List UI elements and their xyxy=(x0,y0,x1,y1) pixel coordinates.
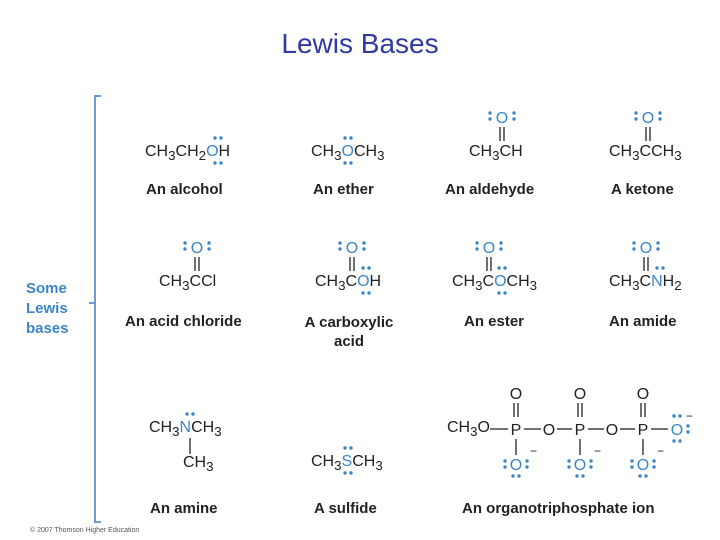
amide-formula: CH3CNH2 xyxy=(609,273,682,294)
carboxylic-acid-caption: A carboxylic acid xyxy=(304,314,394,350)
ether-formula: CH3OCH3 xyxy=(311,143,385,164)
charge-4: − xyxy=(686,409,693,423)
acid-chloride-carbonyl-oxygen: O xyxy=(191,240,203,257)
amide-carbonyl-oxygen: O xyxy=(640,240,652,257)
amine-caption: An amine xyxy=(150,500,218,517)
ester-carbonyl-oxygen: O xyxy=(483,240,495,257)
carboxylic-acid-formula: CH3COH xyxy=(315,273,382,294)
ester-formula: CH3COCH3 xyxy=(452,273,538,294)
side-label-line-3: bases xyxy=(26,320,69,337)
acid-chloride-formula: CH3CCl xyxy=(159,273,217,294)
sulfide-formula: CH3SCH3 xyxy=(311,453,383,474)
page-title: Lewis Bases xyxy=(281,28,439,59)
ketone-formula: CH3CCH3 xyxy=(609,143,682,164)
acid-chloride-caption: An acid chloride xyxy=(125,313,242,330)
side-label-line-2: Lewis xyxy=(26,300,68,317)
alcohol-caption: An alcohol xyxy=(146,181,223,198)
amine-sub-group: CH3 xyxy=(183,454,214,475)
phosphate-lower-oxygen-2: O xyxy=(574,457,586,474)
phosphorus-3: P xyxy=(638,422,649,439)
phosphate-top-oxygen-3: O xyxy=(637,386,649,403)
carboxylic-carbonyl-oxygen: O xyxy=(346,240,358,257)
grouping-brace xyxy=(94,95,104,523)
amide-caption: An amide xyxy=(609,313,677,330)
phosphate-start: CH3O xyxy=(447,419,490,440)
charge-2: − xyxy=(594,444,601,458)
charge-1: − xyxy=(530,444,537,458)
ketone-carbonyl-oxygen: O xyxy=(642,110,654,127)
ketone-caption: A ketone xyxy=(611,181,674,198)
phosphate-caption: An organotriphosphate ion xyxy=(462,500,655,517)
amine-formula: CH3NCH3 xyxy=(149,419,222,440)
bridge-oxygen-2: O xyxy=(606,422,618,439)
phosphorus-2: P xyxy=(575,422,586,439)
grouping-brace-tip xyxy=(89,302,95,304)
sulfide-caption: A sulfide xyxy=(314,500,377,517)
phosphate-terminal-oxygen: O xyxy=(671,422,683,439)
aldehyde-carbonyl-oxygen: O xyxy=(496,110,508,127)
charge-3: − xyxy=(657,444,664,458)
side-label: Some Lewis bases xyxy=(26,279,69,339)
phosphorus-1: P xyxy=(511,422,522,439)
alcohol-formula: CH3CH2OH xyxy=(145,143,231,164)
ester-caption: An ester xyxy=(464,313,525,330)
aldehyde-caption: An aldehyde xyxy=(445,181,535,198)
phosphate-lower-oxygen-1: O xyxy=(510,457,522,474)
phosphate-top-oxygen-1: O xyxy=(510,386,522,403)
phosphate-lower-oxygen-3: O xyxy=(637,457,649,474)
phosphate-top-oxygen-2: O xyxy=(574,386,586,403)
aldehyde-formula: CH3CH xyxy=(469,143,523,164)
bridge-oxygen-1: O xyxy=(543,422,555,439)
side-label-line-1: Some xyxy=(26,280,67,297)
copyright-notice: © 2007 Thomson Higher Education xyxy=(30,527,140,534)
ether-caption: An ether xyxy=(313,181,374,198)
